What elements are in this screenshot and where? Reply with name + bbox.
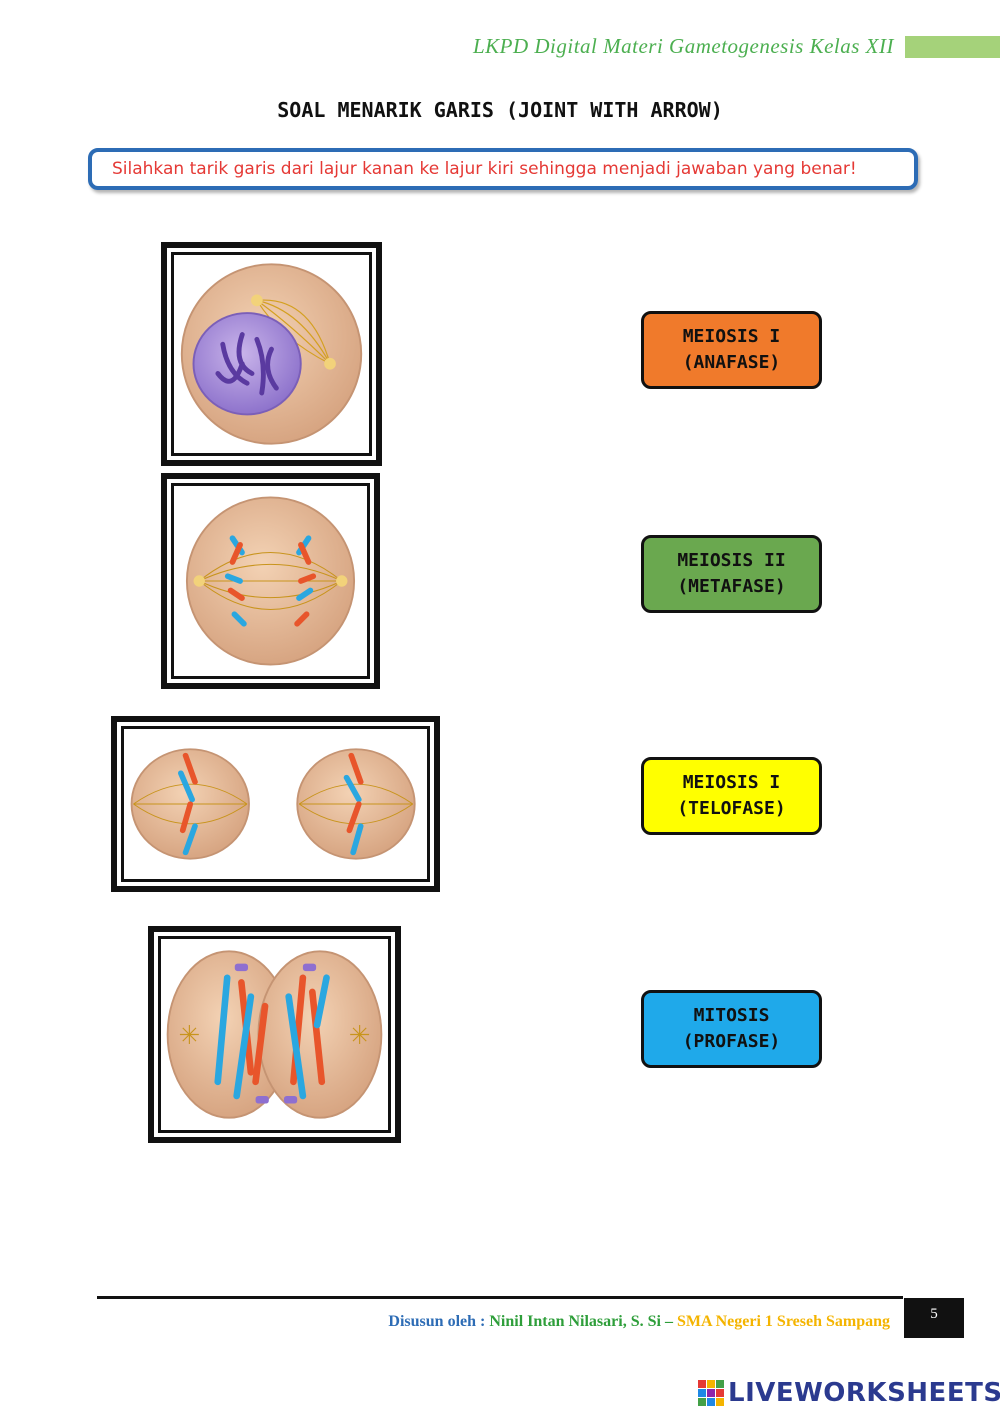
liveworksheets-brand: LIVEWORKSHEETS <box>698 1378 1000 1408</box>
answer-line1: MEIOSIS I <box>682 326 781 347</box>
telophase-dividing-cell-image[interactable] <box>148 926 401 1143</box>
footer-divider <box>97 1296 903 1299</box>
answer-line2: (METAFASE) <box>677 576 786 597</box>
document-header-title: LKPD Digital Materi Gametogenesis Kelas … <box>472 34 894 58</box>
answer-box-meiosis-i-anafase[interactable]: MEIOSIS I (ANAFASE) <box>641 311 822 389</box>
liveworksheets-wordmark: LIVEWORKSHEETS <box>728 1378 1000 1408</box>
answer-box-mitosis-profase[interactable]: MITOSIS (PROFASE) <box>641 990 822 1068</box>
answer-line2: (TELOFASE) <box>677 798 786 819</box>
header-accent-bar <box>905 36 1000 58</box>
prophase-cell-drawing <box>180 263 363 445</box>
prophase-cell-image[interactable] <box>161 242 382 466</box>
footer-dash: – <box>664 1313 673 1330</box>
answer-line1: MITOSIS <box>693 1005 770 1026</box>
answer-line2: (PROFASE) <box>682 1031 781 1052</box>
answer-box-meiosis-i-telofase[interactable]: MEIOSIS I (TELOFASE) <box>641 757 822 835</box>
answer-line2: (ANAFASE) <box>682 352 781 373</box>
answer-line1: MEIOSIS II <box>677 550 786 571</box>
footer-school: SMA Negeri 1 Sreseh Sampang <box>676 1313 890 1330</box>
page-heading: SOAL MENARIK GARIS (JOINT WITH ARROW) <box>277 98 723 122</box>
answer-line1: MEIOSIS I <box>682 772 781 793</box>
answer-box-meiosis-ii-metafase[interactable]: MEIOSIS II (METAFASE) <box>641 535 822 613</box>
metaphase-cells-drawing <box>130 748 416 860</box>
footer-credit: Disusun oleh : Ninil Intan Nilasari, S. … <box>388 1313 890 1331</box>
telophase-cell-drawing <box>166 950 383 1119</box>
instruction-text: Silahkan tarik garis dari lajur kanan ke… <box>112 159 857 179</box>
anaphase-cell-image[interactable] <box>161 473 380 689</box>
footer-prefix: Disusun oleh : <box>388 1313 486 1330</box>
liveworksheets-logo-icon <box>698 1380 724 1406</box>
page-number: 5 <box>904 1298 964 1338</box>
anaphase-cell-drawing <box>185 496 356 666</box>
footer-author: Ninil Intan Nilasari, S. Si <box>489 1313 661 1330</box>
instruction-box: Silahkan tarik garis dari lajur kanan ke… <box>88 148 918 190</box>
metaphase-two-cells-image[interactable] <box>111 716 440 892</box>
